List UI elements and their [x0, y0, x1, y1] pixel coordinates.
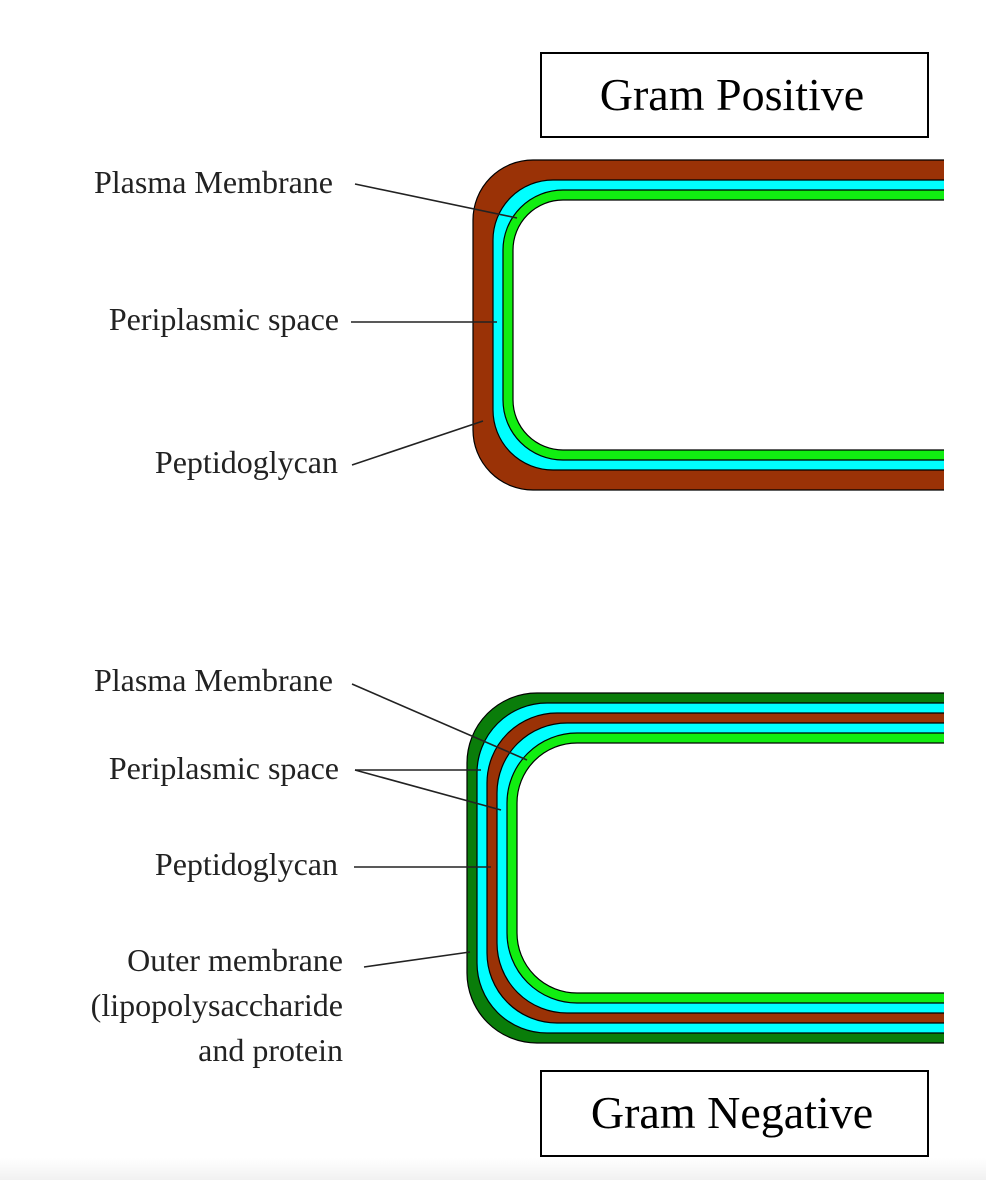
gp-cytoplasm [512, 199, 946, 451]
gn-leader-plasma-membrane [351, 683, 528, 761]
gn-label-outer-membrane-line2: (lipopolysaccharide [91, 987, 343, 1023]
gp-leader-plasma-membrane [354, 183, 518, 219]
gp-label-plasma-membrane: Plasma Membrane [94, 164, 333, 200]
bottom-fade-strip [0, 1158, 986, 1180]
gram-negative-wall [466, 688, 986, 1048]
gram-positive-panel: Gram Positive Plasma Membrane Periplasmi… [94, 52, 986, 495]
gn-label-outer-membrane-line1: Outer membrane [127, 942, 343, 978]
gram-positive-title-box [540, 52, 929, 138]
gn-label-peptidoglycan: Peptidoglycan [155, 846, 338, 882]
gn-leader-outer-membrane [363, 951, 471, 968]
gn-label-periplasmic-space: Periplasmic space [109, 750, 339, 786]
gn-label-plasma-membrane: Plasma Membrane [94, 662, 333, 698]
gn-cytoplasm [516, 742, 946, 994]
gp-leader-peptidoglycan [351, 420, 484, 466]
gp-label-peptidoglycan: Peptidoglycan [155, 444, 338, 480]
gram-negative-title-box [540, 1070, 929, 1157]
gram-negative-panel: Plasma Membrane Periplasmic space Peptid… [91, 662, 986, 1157]
gram-positive-wall [472, 155, 986, 495]
gn-label-outer-membrane-line3: and protein [198, 1032, 343, 1068]
gram-positive-title: Gram Positive [600, 69, 864, 120]
gn-leader-periplasmic-space-b [354, 769, 502, 811]
gp-label-periplasmic-space: Periplasmic space [109, 301, 339, 337]
gram-negative-title: Gram Negative [591, 1087, 873, 1138]
